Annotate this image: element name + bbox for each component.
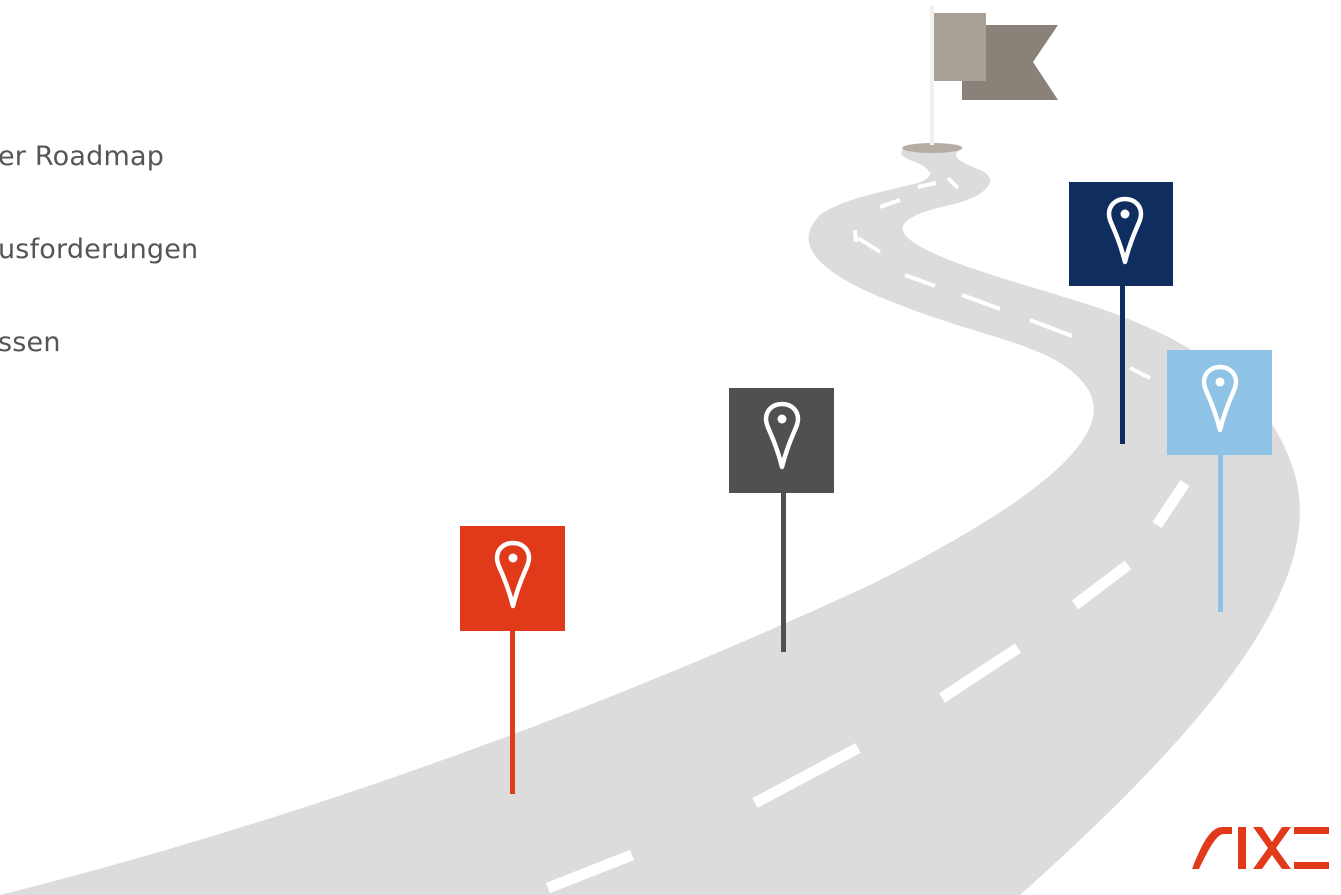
six-logo <box>1192 827 1329 869</box>
goal-flag-icon <box>902 5 1058 153</box>
